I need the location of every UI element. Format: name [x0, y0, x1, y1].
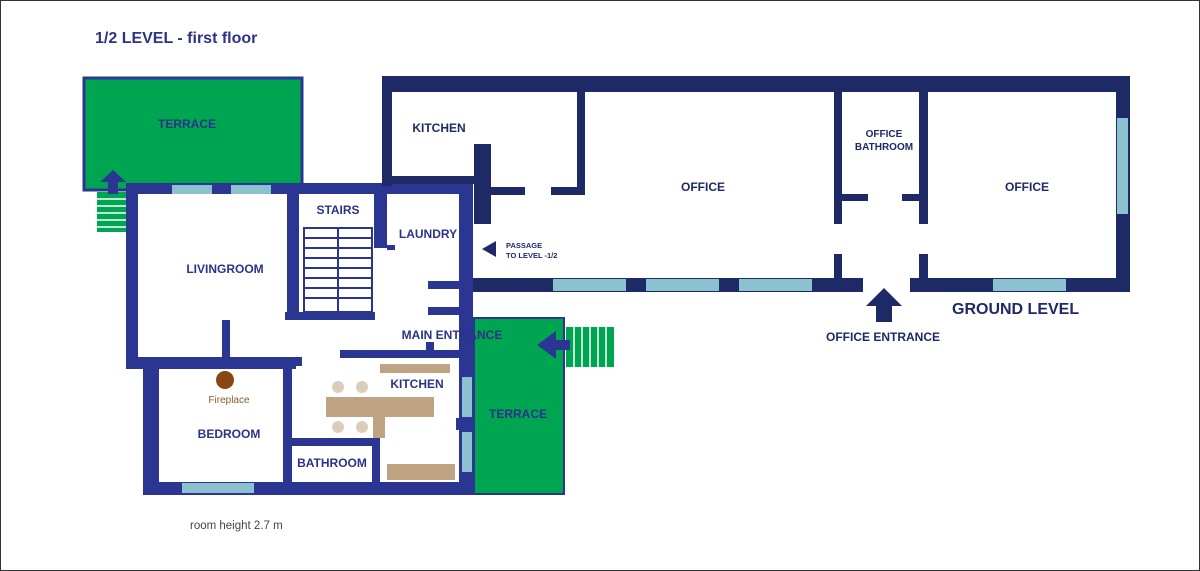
- terrace-top-label: TERRACE: [158, 117, 216, 131]
- terrace-top-stairs: [97, 192, 129, 232]
- fireplace-label: Fireplace: [208, 395, 250, 406]
- kitchen-furniture: [326, 364, 455, 480]
- kitchen-upper-label: KITCHEN: [412, 121, 465, 135]
- passage-label-2: TO LEVEL -1/2: [506, 251, 557, 260]
- office-bathroom-label-2: BATHROOM: [855, 142, 913, 153]
- page-title: 1/2 LEVEL - first floor: [95, 30, 257, 47]
- passage-label-1: PASSAGE: [506, 241, 542, 250]
- office-entrance-label: OFFICE ENTRANCE: [826, 330, 940, 344]
- arrow-up-icon: [100, 170, 126, 194]
- terrace-top: [82, 76, 304, 192]
- kitchen-chairs: [332, 381, 368, 433]
- terrace-right-stair-lines: [573, 327, 607, 367]
- ground-level-label: GROUND LEVEL: [952, 301, 1079, 318]
- first-floor-windows: [172, 185, 472, 493]
- bedroom-label: BEDROOM: [198, 427, 261, 441]
- terrace-top-stair-lines: [97, 198, 129, 228]
- staircase-steps: [304, 228, 372, 312]
- kitchen-lower-label: KITCHEN: [390, 377, 443, 391]
- passage-arrow-icon: [482, 241, 496, 257]
- arrow-up-entrance-icon: [866, 288, 902, 322]
- office-bathroom-label-1: OFFICE: [866, 129, 903, 140]
- laundry-label: LAUNDRY: [399, 227, 457, 241]
- fireplace-icon: [216, 371, 234, 389]
- bathroom-label: BATHROOM: [297, 456, 367, 470]
- office-2-label: OFFICE: [1005, 180, 1049, 194]
- stairs-label: STAIRS: [316, 203, 359, 217]
- terrace-right-label: TERRACE: [489, 407, 547, 421]
- livingroom-label: LIVINGROOM: [186, 262, 263, 276]
- ground-level-windows: [553, 118, 1128, 291]
- room-height-note: room height 2.7 m: [190, 520, 283, 532]
- main-entrance-label: MAIN ENTRANCE: [402, 328, 503, 342]
- office-1-label: OFFICE: [681, 180, 725, 194]
- arrow-left-icon: [537, 331, 570, 359]
